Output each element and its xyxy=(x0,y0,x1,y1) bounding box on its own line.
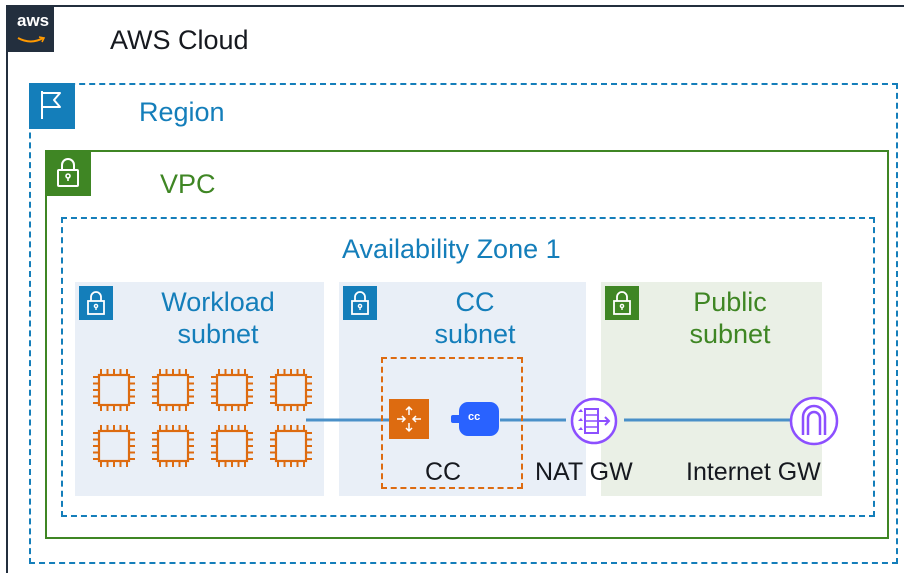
aws-logo: aws xyxy=(8,6,54,52)
aws-cloud-group xyxy=(6,5,904,573)
cc-subnet-title-line1: CC xyxy=(455,287,495,317)
cc-subnet-title-line2: subnet xyxy=(434,319,516,349)
lock-icon xyxy=(343,286,377,320)
chip-icon xyxy=(93,425,135,467)
chip-icon xyxy=(270,425,312,467)
lock-icon xyxy=(79,286,113,320)
availability-zone-group xyxy=(61,217,875,517)
chip-icon xyxy=(270,369,312,411)
chip-icon xyxy=(152,425,194,467)
az-title: Availability Zone 1 xyxy=(342,234,561,264)
chip-icon xyxy=(93,369,135,411)
chip-icon xyxy=(152,369,194,411)
router-icon xyxy=(389,399,429,439)
region-title: Region xyxy=(139,97,225,127)
chip-icon xyxy=(211,369,253,411)
region-group xyxy=(29,83,898,564)
cc-subnet-title: CC subnet xyxy=(400,286,550,350)
internet-gateway-icon xyxy=(788,395,840,447)
workload-subnet-title-line1: Workload xyxy=(161,287,275,317)
lock-icon xyxy=(45,150,91,196)
workload-instances xyxy=(90,366,315,470)
public-subnet-title-line1: Public xyxy=(693,287,767,317)
cc-label: CC xyxy=(425,458,462,486)
cc-connector-badge: cc xyxy=(468,411,481,423)
aws-logo-text: aws xyxy=(17,11,50,30)
vpc-title: VPC xyxy=(160,169,216,199)
vpc-group xyxy=(45,150,889,539)
lock-icon xyxy=(605,286,639,320)
nat-gateway-icon xyxy=(565,397,623,445)
workload-subnet-title-line2: subnet xyxy=(177,319,259,349)
cloud-title: AWS Cloud xyxy=(110,25,249,55)
public-subnet-title-line2: subnet xyxy=(689,319,771,349)
cc-subnet xyxy=(339,282,586,496)
aws-smile-icon xyxy=(17,36,46,43)
nat-gateway-label: NAT GW xyxy=(535,458,633,486)
flag-icon xyxy=(29,83,75,129)
public-subnet-title: Public subnet xyxy=(655,286,805,350)
cc-appliance-group xyxy=(381,357,523,489)
internet-gateway-label: Internet GW xyxy=(686,458,821,486)
chip-icon xyxy=(211,425,253,467)
workload-subnet-title: Workload subnet xyxy=(128,286,308,350)
cc-connector-icon: cc xyxy=(450,398,500,440)
